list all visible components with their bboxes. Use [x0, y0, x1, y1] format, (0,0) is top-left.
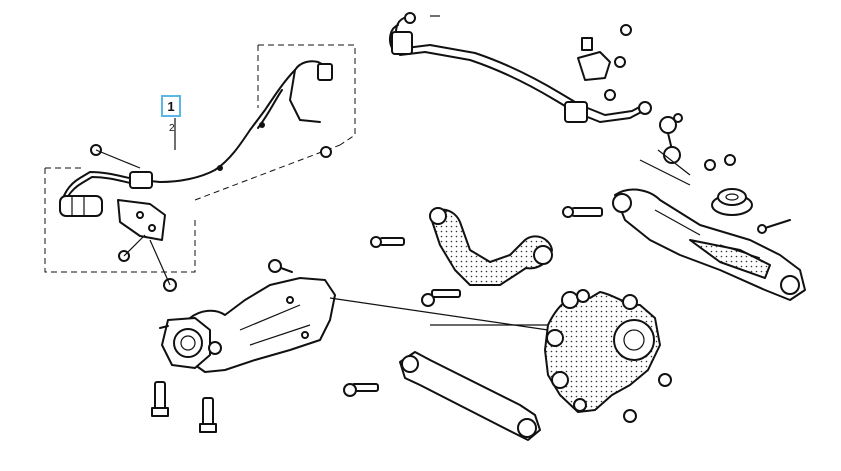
bolt-upper-arm-2[interactable] [421, 289, 461, 307]
bolt-upper-arm-1[interactable] [370, 236, 405, 248]
nut-link-2[interactable] [724, 154, 736, 166]
nut-knuckle-1[interactable] [658, 373, 672, 387]
spring-mount[interactable] [711, 188, 753, 216]
bolt-arm-long[interactable] [562, 206, 603, 218]
bolt-arm-right[interactable] [757, 219, 791, 234]
clip-small-1[interactable] [320, 146, 332, 158]
callout-number-1-label: 1 [167, 98, 175, 114]
callout-sub-label: 2 [169, 123, 175, 134]
bolt-vertical-1[interactable] [151, 381, 169, 417]
nut-small-1[interactable] [149, 239, 177, 292]
lower-link[interactable] [399, 351, 541, 441]
nut-stab-3[interactable] [604, 89, 616, 101]
lower-control-arm[interactable] [612, 188, 806, 301]
stabilizer-bar[interactable] [389, 12, 652, 123]
nut-link-1[interactable] [704, 159, 716, 171]
dashed-group-box-upper [257, 44, 356, 146]
bolt-vertical-2[interactable] [199, 397, 217, 433]
bolt-lower-link[interactable] [343, 383, 379, 397]
wire-harness[interactable] [59, 60, 333, 217]
leader-lines [174, 118, 691, 331]
bolt-trailing-top[interactable] [268, 259, 293, 273]
callout-number-1[interactable]: 1 [161, 95, 181, 117]
trailing-arm[interactable] [159, 277, 336, 373]
harness-bracket[interactable] [117, 199, 166, 241]
dashed-group-box-lower [44, 144, 341, 273]
bolt-small-1[interactable] [90, 144, 141, 169]
bolt-small-2[interactable] [118, 234, 146, 262]
stabilizer-link[interactable] [659, 113, 683, 164]
stabilizer-bushing[interactable] [577, 37, 611, 81]
nut-knuckle-2[interactable] [623, 409, 637, 423]
knuckle[interactable] [544, 289, 661, 413]
nut-stab-1[interactable] [620, 24, 632, 36]
upper-arm[interactable] [429, 207, 553, 286]
nut-stab-2[interactable] [614, 56, 626, 68]
